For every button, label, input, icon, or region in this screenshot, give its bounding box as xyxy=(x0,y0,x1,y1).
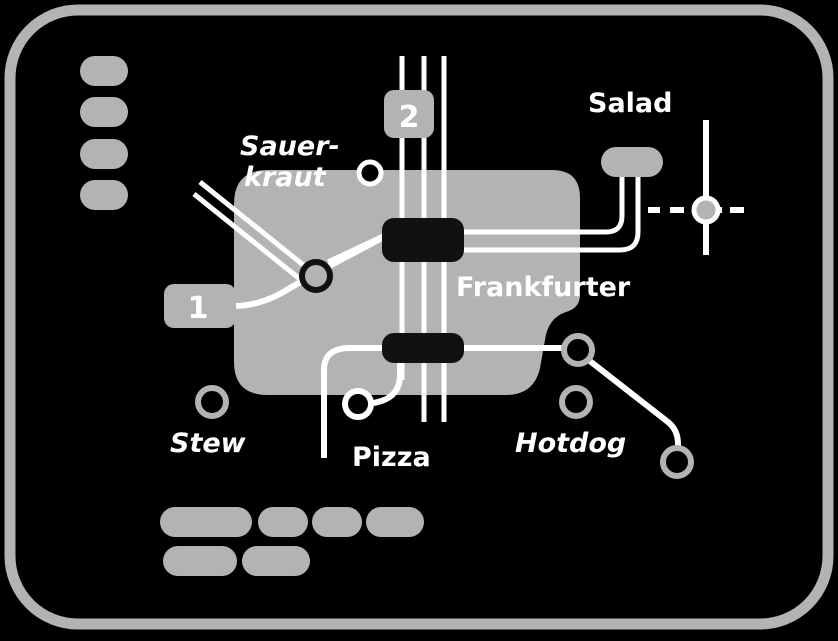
line1-path xyxy=(233,235,384,309)
station-stew[interactable] xyxy=(195,385,229,419)
label-sauerkraut-1: Sauer- xyxy=(240,131,340,162)
legend-pill-8 xyxy=(366,507,424,537)
map-frame xyxy=(4,4,834,630)
line-1-label: 1 xyxy=(188,291,209,326)
central-zone xyxy=(234,170,580,395)
station-hotdog-terminal[interactable] xyxy=(660,445,694,479)
line-1-badge[interactable] xyxy=(164,284,236,328)
label-salad: Salad xyxy=(588,88,672,119)
diagonal-lines xyxy=(192,180,314,286)
legend-pill-9 xyxy=(163,546,237,576)
legend-pill-3 xyxy=(80,139,128,169)
legend-pill-6 xyxy=(258,507,308,537)
interchange-frankfurter-south[interactable] xyxy=(382,333,464,363)
label-stew: Stew xyxy=(170,428,247,459)
hotdog-branch xyxy=(584,355,681,458)
station-pizza[interactable] xyxy=(342,388,374,420)
label-frankfurter: Frankfurter xyxy=(456,272,631,303)
lower-line xyxy=(321,345,578,458)
legend-pill-7 xyxy=(312,507,362,537)
legend-pill-2 xyxy=(80,97,128,127)
label-pizza: Pizza xyxy=(352,442,431,473)
label-hotdog: Hotdog xyxy=(515,428,626,459)
salad-terminal[interactable] xyxy=(601,147,663,177)
salad-lines xyxy=(462,170,641,253)
line1-path-2 xyxy=(326,229,394,265)
station-sauerkraut[interactable] xyxy=(356,159,384,187)
legend-pill-1 xyxy=(80,56,128,86)
station-east[interactable] xyxy=(691,195,721,225)
station-hotdog[interactable] xyxy=(559,385,593,419)
line-2-label: 2 xyxy=(399,100,420,135)
legend-pill-10 xyxy=(242,546,310,576)
line-2-badge[interactable] xyxy=(384,90,434,138)
legend-pill-5 xyxy=(160,507,252,537)
station-hotdog-north[interactable] xyxy=(561,333,595,367)
interchange-frankfurter-north[interactable] xyxy=(382,218,464,262)
station-line1-interchange[interactable] xyxy=(299,259,333,293)
legend-pill-4 xyxy=(80,180,128,210)
label-sauerkraut-2: kraut xyxy=(244,162,327,193)
